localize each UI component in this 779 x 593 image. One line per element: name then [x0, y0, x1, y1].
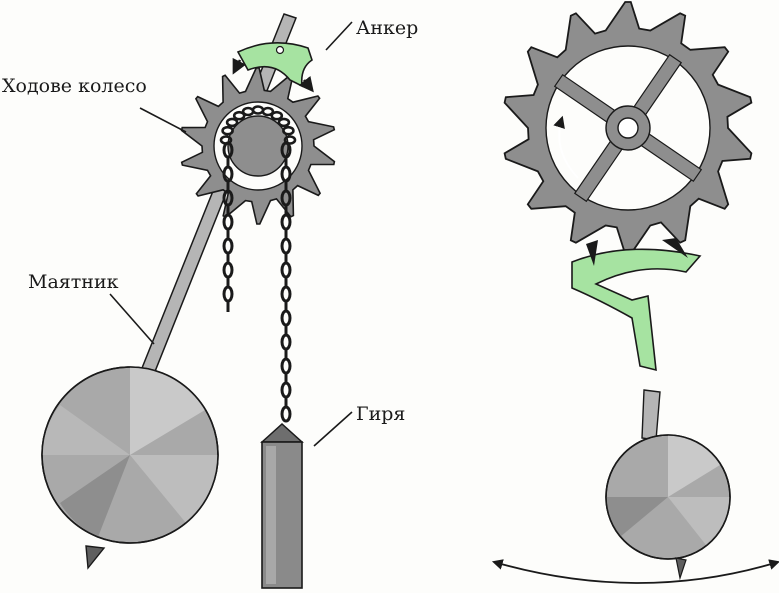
left-mechanism [41, 13, 336, 589]
rotation-arrow-icon [298, 75, 314, 93]
escape-wheel [180, 67, 336, 225]
label-anchor: Анкер [356, 17, 418, 39]
label-weight: Гиря [356, 403, 405, 425]
label-pendulum: Маятник [28, 271, 119, 293]
rotation-arrow-icon [553, 115, 579, 179]
escape-wheel-detail [503, 1, 753, 255]
chain [219, 105, 297, 423]
label-escape-wheel: Ходове колесо [2, 75, 147, 97]
anchor-detail [571, 238, 702, 372]
right-detail [491, 1, 779, 584]
label-pendulum-group: Маятник [28, 271, 155, 345]
anchor [232, 42, 314, 93]
weight [260, 422, 304, 589]
swing-arrow-icon [491, 559, 779, 584]
pendulum-rod-detail [641, 389, 661, 441]
label-anchor-group: Анкер [325, 17, 418, 51]
label-escape-wheel-group: Ходове колесо [2, 75, 187, 133]
pendulum-bob-detail [605, 434, 731, 581]
rotation-arrow-icon [232, 57, 247, 75]
pendulum-bob [41, 366, 219, 570]
label-weight-group: Гиря [313, 403, 405, 447]
